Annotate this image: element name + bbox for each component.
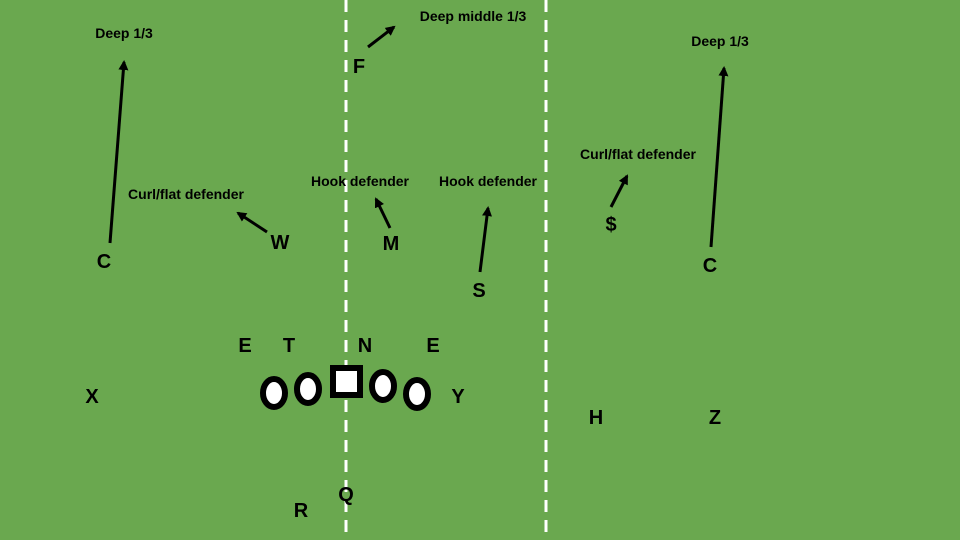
left-tackle bbox=[260, 376, 288, 410]
zone-label-deep-right: Deep 1/3 bbox=[691, 33, 749, 49]
defender-free-safety: F bbox=[353, 56, 365, 78]
right-guard bbox=[369, 369, 397, 403]
running-back: R bbox=[294, 500, 309, 522]
arrow-corner-left bbox=[108, 60, 129, 244]
zone-label-hook-right: Hook defender bbox=[439, 173, 538, 189]
zone-arrows bbox=[108, 25, 729, 273]
receiver-y: Y bbox=[451, 386, 465, 408]
defender-corner-right: C bbox=[703, 255, 717, 277]
defender-end-left: E bbox=[238, 335, 251, 357]
zone-label-deep-middle: Deep middle 1/3 bbox=[420, 8, 527, 24]
zone-label-hook-left: Hook defender bbox=[311, 173, 410, 189]
left-guard bbox=[294, 372, 322, 406]
quarterback: Q bbox=[338, 484, 354, 506]
receiver-z: Z bbox=[709, 407, 721, 429]
right-tackle bbox=[403, 377, 431, 411]
arrow-will bbox=[236, 211, 268, 234]
zone-label-deep-left: Deep 1/3 bbox=[95, 25, 153, 41]
arrow-corner-right bbox=[709, 66, 729, 248]
zone-label-curl-flat-left: Curl/flat defender bbox=[128, 186, 244, 202]
defender-nickel: $ bbox=[605, 214, 616, 236]
center bbox=[330, 365, 363, 398]
arrow-strong-safety bbox=[478, 206, 492, 273]
defender-strong-safety: S bbox=[472, 280, 485, 302]
defender-end-right: E bbox=[426, 335, 439, 357]
zone-label-curl-flat-right: Curl/flat defender bbox=[580, 146, 696, 162]
defender-mike: M bbox=[383, 233, 400, 255]
arrow-nickel bbox=[609, 174, 629, 208]
arrow-free-safety bbox=[367, 25, 396, 49]
defender-corner-left: C bbox=[97, 251, 111, 273]
defender-tackle: T bbox=[283, 335, 295, 357]
offensive-line bbox=[260, 365, 431, 411]
receiver-h: H bbox=[589, 407, 603, 429]
defender-will: W bbox=[271, 232, 290, 254]
defender-nose: N bbox=[358, 335, 372, 357]
receiver-x: X bbox=[85, 386, 99, 408]
arrow-mike bbox=[374, 197, 392, 229]
